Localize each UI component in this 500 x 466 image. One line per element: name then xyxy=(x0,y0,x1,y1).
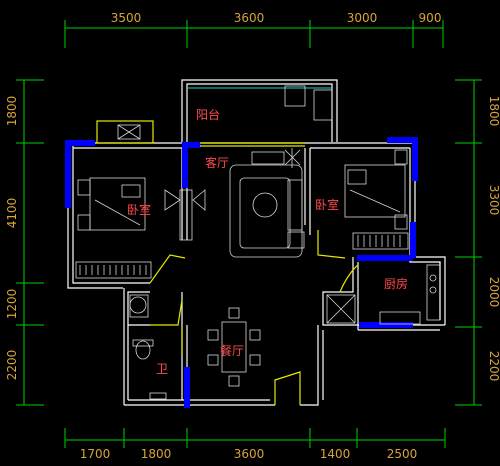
label-balcony: 阳台 xyxy=(196,107,220,122)
dimension-top: 3500 3600 3000 900 xyxy=(64,11,444,48)
toilet xyxy=(135,340,151,360)
dim-left-3: 1200 xyxy=(5,289,19,320)
doors xyxy=(96,120,359,405)
dim-left-1: 1800 xyxy=(5,96,19,127)
living-sofa-set xyxy=(229,164,303,258)
dim-bottom-2: 1800 xyxy=(141,447,172,461)
dim-top-4: 900 xyxy=(419,11,442,25)
dimension-left: 1800 4100 1200 2200 xyxy=(5,79,44,406)
dimension-right: 1800 3300 2000 2200 xyxy=(455,79,500,406)
dim-right-4: 2200 xyxy=(487,351,500,382)
windows xyxy=(65,137,418,408)
room-labels: 阳台 客厅 卧室 卧室 厨房 餐厅 卫 xyxy=(127,107,408,376)
dim-top-3: 3000 xyxy=(347,11,378,25)
kitchen-counter xyxy=(426,264,441,321)
dim-right-1: 1800 xyxy=(487,96,500,127)
left-wardrobe xyxy=(75,261,152,279)
bay-window-frame xyxy=(96,120,154,144)
label-bedroom-left: 卧室 xyxy=(127,202,151,217)
bay-window-cabinet xyxy=(117,124,141,140)
furniture xyxy=(75,148,441,400)
dim-left-2: 4100 xyxy=(5,198,19,229)
right-bed xyxy=(344,164,406,218)
dim-top-1: 3500 xyxy=(111,11,142,25)
fridge xyxy=(326,294,356,324)
balcony-cabinet xyxy=(313,89,333,121)
left-bed xyxy=(89,177,146,231)
dim-right-2: 3300 xyxy=(487,185,500,216)
dim-bottom-1: 1700 xyxy=(80,447,111,461)
bath-basin xyxy=(129,296,147,314)
label-bathroom: 卫 xyxy=(156,362,168,376)
dimension-bottom: 1700 1800 3600 1400 2500 xyxy=(64,428,446,461)
label-kitchen: 厨房 xyxy=(384,276,408,291)
dining-table xyxy=(221,321,247,373)
label-living-room: 客厅 xyxy=(205,155,229,170)
dim-bottom-3: 3600 xyxy=(234,447,265,461)
dim-bottom-5: 2500 xyxy=(387,447,418,461)
right-wardrobe xyxy=(352,232,409,250)
dim-left-4: 2200 xyxy=(5,350,19,381)
label-bedroom-right: 卧室 xyxy=(315,197,339,212)
label-dining-room: 餐厅 xyxy=(220,343,244,358)
dim-top-2: 3600 xyxy=(234,11,265,25)
plant xyxy=(284,148,301,168)
kitchen-sink xyxy=(379,311,421,325)
dim-right-3: 2000 xyxy=(487,277,500,308)
dim-bottom-4: 1400 xyxy=(320,447,351,461)
balcony-washer xyxy=(284,85,306,107)
